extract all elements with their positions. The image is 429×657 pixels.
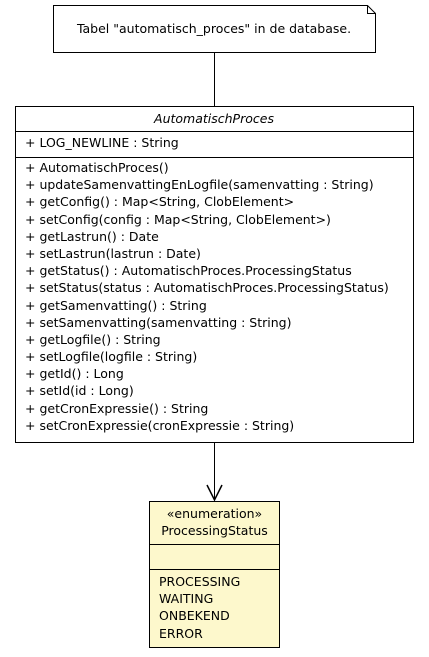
method: + setStatus(status : AutomatischProces.P… <box>25 280 389 296</box>
method: + getCronExpressie() : String <box>25 400 209 416</box>
association-arrow <box>206 442 223 502</box>
enum-literal: ONBEKEND <box>159 608 230 624</box>
note-text: Tabel "automatisch_proces" in de databas… <box>76 21 352 36</box>
method: + setLastrun(lastrun : Date) <box>25 245 201 261</box>
attributes-compartment: + LOG_NEWLINE : String <box>15 131 413 157</box>
enum-literal: WAITING <box>159 591 214 607</box>
note-box: Tabel "automatisch_proces" in de databas… <box>53 5 375 52</box>
method: + setId(id : Long) <box>25 383 134 399</box>
method: + setConfig(config : Map<String, ClobEle… <box>25 211 331 227</box>
enum-literal: ERROR <box>159 625 203 641</box>
attribute: + LOG_NEWLINE : String <box>25 135 179 150</box>
class-automatisch-proces[interactable]: AutomatischProces + LOG_NEWLINE : String… <box>15 106 413 434</box>
enum-box-shape <box>149 501 280 648</box>
method: + getLastrun() : Date <box>25 228 159 244</box>
note-shape <box>53 5 376 53</box>
method: + setSamenvatting(samenvatting : String) <box>25 314 292 330</box>
enum-stereotype: «enumeration» <box>166 506 263 521</box>
method: + getId() : Long <box>25 366 124 382</box>
enum-literal: PROCESSING <box>159 574 241 589</box>
method: + getStatus() : AutomatischProces.Proces… <box>25 263 352 279</box>
class-name: AutomatischProces <box>154 111 274 126</box>
method: + setLogfile(logfile : String) <box>25 349 198 365</box>
method: + updateSamenvattingEnLogfile(samenvatti… <box>25 177 374 193</box>
methods-compartment: + AutomatischProces() + updateSamenvatti… <box>15 157 413 434</box>
enum-name: ProcessingStatus <box>161 523 268 538</box>
method: + AutomatischProces() <box>25 160 169 175</box>
method: + setCronExpressie(cronExpressie : Strin… <box>25 417 295 433</box>
method: + getConfig() : Map<String, ClobElement> <box>25 194 295 210</box>
enum-literals: PROCESSING WAITING ONBEKEND ERROR <box>159 573 240 642</box>
method: + getLogfile() : String <box>25 331 161 347</box>
method: + getSamenvatting() : String <box>25 297 207 313</box>
class-box-shape <box>15 106 414 443</box>
